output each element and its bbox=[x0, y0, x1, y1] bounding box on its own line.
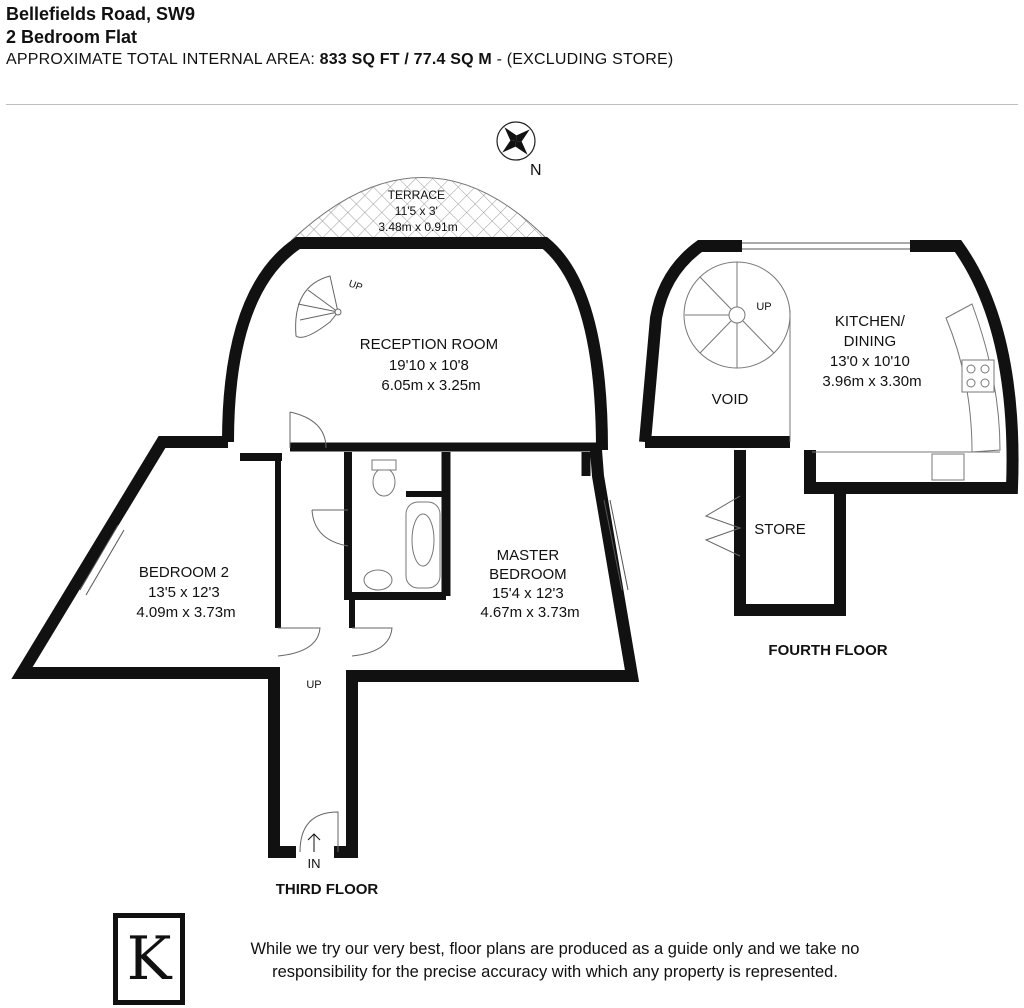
fourth-floor-windows bbox=[742, 242, 910, 250]
header: Bellefields Road, SW9 2 Bedroom Flat APP… bbox=[6, 2, 673, 72]
area-value: 833 SQ FT / 77.4 SQ M bbox=[319, 51, 492, 68]
third-floor-windows bbox=[79, 499, 629, 596]
corridor-up-label: UP bbox=[306, 679, 321, 691]
disclaimer-line-1: While we try our very best, floor plans … bbox=[250, 940, 860, 958]
compass-icon bbox=[496, 121, 536, 161]
store-door-icon bbox=[704, 495, 742, 557]
bedroom-2-label: BEDROOM 2 13'5 x 12'3 4.09m x 3.73m bbox=[136, 564, 235, 621]
spiral-stair-fourth-icon bbox=[683, 261, 791, 442]
area-line: APPROXIMATE TOTAL INTERNAL AREA: 833 SQ … bbox=[6, 48, 673, 72]
bathroom-fixtures-icon bbox=[363, 459, 441, 591]
reception-room-label: RECEPTION ROOM 19'10 x 10'8 6.05m x 3.25… bbox=[360, 336, 503, 394]
store-label: STORE bbox=[754, 521, 805, 538]
fourth-floor-label: FOURTH FLOOR bbox=[768, 642, 887, 659]
disclaimer-line-2: responsibility for the precise accuracy … bbox=[272, 963, 838, 981]
fourth-floor-plan bbox=[639, 240, 1019, 616]
stair-up-label-fourth: UP bbox=[756, 301, 771, 313]
logo-letter: K bbox=[126, 924, 172, 994]
terrace-area bbox=[290, 177, 550, 241]
disclaimer: While we try our very best, floor plans … bbox=[200, 938, 910, 984]
third-floor-label: THIRD FLOOR bbox=[276, 881, 379, 898]
master-bedroom-label: MASTER BEDROOM 15'4 x 12'3 4.67m x 3.73m bbox=[480, 547, 579, 621]
kitchen-units-icon bbox=[812, 303, 1001, 481]
area-prefix: APPROXIMATE TOTAL INTERNAL AREA: bbox=[6, 51, 315, 68]
property-subtitle: 2 Bedroom Flat bbox=[6, 27, 138, 47]
spiral-stair-third-icon bbox=[295, 275, 342, 338]
agency-logo: K bbox=[113, 913, 185, 1005]
header-divider bbox=[6, 104, 1018, 105]
property-title: Bellefields Road, SW9 bbox=[6, 4, 196, 24]
entry-arrow-icon bbox=[307, 833, 321, 852]
compass-north-label: N bbox=[530, 162, 542, 179]
third-floor-doors bbox=[277, 411, 393, 853]
entrance-in-label: IN bbox=[308, 856, 321, 871]
area-suffix: - (EXCLUDING STORE) bbox=[496, 51, 674, 68]
terrace-label: TERRACE 11'5 x 3' 3.48m x 0.91m bbox=[378, 188, 457, 234]
stair-up-label-third: UP bbox=[347, 278, 364, 293]
void-label: VOID bbox=[712, 391, 749, 408]
third-floor-plan bbox=[11, 237, 640, 858]
kitchen-dining-label: KITCHEN/ DINING 13'0 x 10'10 3.96m x 3.3… bbox=[822, 313, 921, 390]
